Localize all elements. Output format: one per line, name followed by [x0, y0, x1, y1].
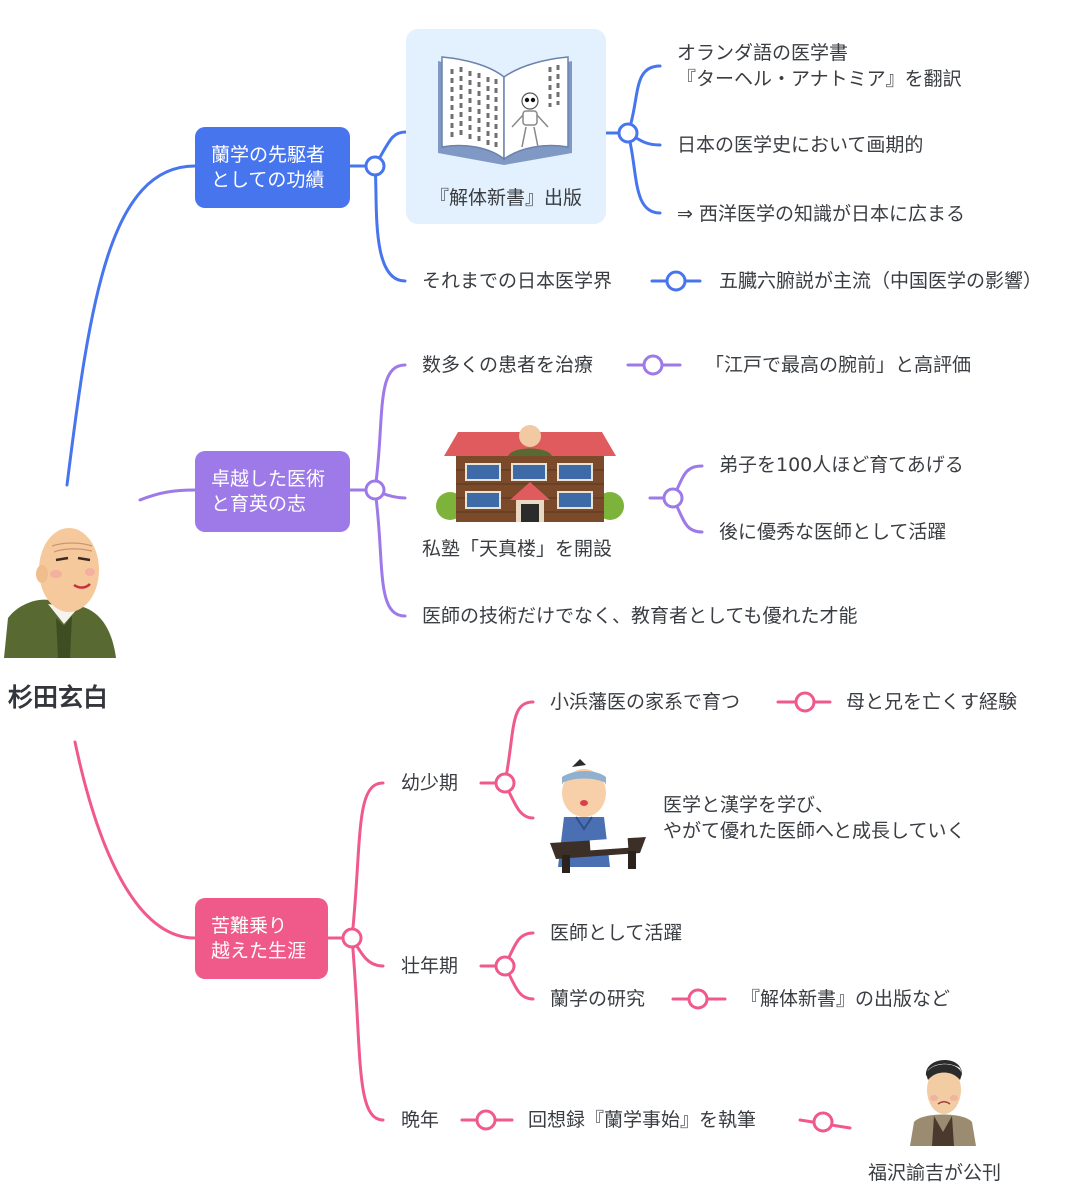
topic-prime[interactable]: 壮年期 — [401, 955, 459, 977]
link-blue-card — [373, 130, 408, 168]
link-root-pink — [73, 740, 197, 940]
joint-card — [617, 122, 639, 144]
link-child-1 — [503, 700, 535, 785]
link-purple-3 — [373, 488, 407, 618]
branch-label: 苦難乗り 越えた生涯 — [211, 914, 307, 962]
topic-memoir[interactable]: 回想録『蘭学事始』を執筆 — [528, 1109, 757, 1131]
studying-boy-icon — [550, 755, 648, 875]
topic-best-in-edo[interactable]: 「江戸で最高の腕前」と高評価 — [705, 354, 972, 376]
topic-educator-talent[interactable]: 医師の技術だけでなく、教育者としても優れた才能 — [422, 605, 858, 627]
topic-five-organs[interactable]: 五臓六腑説が主流（中国医学の影響） — [719, 270, 1043, 292]
topic-publication[interactable]: 『解体新書』の出版など — [741, 988, 951, 1010]
topic-western-spread[interactable]: ⇒ 西洋医学の知識が日本に広まる — [677, 203, 965, 225]
joint-blue — [364, 155, 386, 177]
joint-memoir — [812, 1111, 834, 1133]
school-building-icon — [436, 420, 624, 524]
topic-late-years[interactable]: 晩年 — [401, 1109, 440, 1131]
topic-many-patients[interactable]: 数多くの患者を治療 — [422, 354, 594, 376]
link-card-3 — [626, 131, 662, 215]
link-card-1 — [626, 64, 662, 135]
topic-active-doctor[interactable]: 医師として活躍 — [550, 922, 683, 944]
branch-label: 蘭学の先駆者 としての功績 — [211, 143, 326, 191]
link-root-blue — [65, 164, 197, 487]
link-purple-1 — [373, 363, 407, 492]
topic-translation[interactable]: オランダ語の医学書 『ターヘル・アナトミア』を翻訳 — [677, 42, 962, 90]
topic-study[interactable]: 医学と漢学を学び、 やがて優れた医師へと成長していく — [663, 794, 966, 842]
joint-patients — [642, 354, 664, 376]
topic-lost-family[interactable]: 母と兄を亡くす経験 — [846, 691, 1018, 713]
joint-purple — [364, 479, 386, 501]
branch-label: 卓越した医術 と育英の志 — [211, 467, 326, 515]
root-title[interactable]: 杉田玄白 — [8, 683, 109, 712]
branch-medical-skill[interactable]: 卓越した医術 と育英の志 — [195, 451, 350, 532]
elderly-doctor-portrait-icon — [4, 518, 116, 658]
link-card-2 — [626, 131, 662, 147]
branch-rangaku-pioneer[interactable]: 蘭学の先駆者 としての功績 — [195, 127, 350, 208]
topic-rangaku-research[interactable]: 蘭学の研究 — [550, 988, 646, 1010]
topic-excellent-doctors[interactable]: 後に優秀な医師として活躍 — [719, 521, 947, 543]
topic-obama-family[interactable]: 小浜藩医の家系で育つ — [550, 691, 741, 713]
kaitai-shinsho-label: 『解体新書』出版 — [429, 187, 582, 209]
link-purple-2 — [373, 488, 407, 500]
joint-child — [494, 772, 516, 794]
topic-fukuzawa[interactable]: 福沢諭吉が公刊 — [868, 1162, 1002, 1184]
joint-pre — [665, 270, 687, 292]
topic-100-disciples[interactable]: 弟子を100人ほど育てあげる — [719, 454, 964, 476]
joint-prime — [494, 955, 516, 977]
link-prime-1 — [503, 931, 535, 968]
joint-late — [475, 1109, 497, 1131]
kaitai-shinsho-card[interactable]: 『解体新書』出版 — [406, 29, 606, 224]
link-school-1 — [671, 464, 704, 500]
joint-family — [794, 691, 816, 713]
fukuzawa-portrait-icon — [908, 1052, 978, 1146]
link-child-2 — [503, 781, 535, 820]
link-pink-2 — [350, 936, 385, 968]
link-memoir-out — [798, 1118, 852, 1130]
joint-research — [687, 988, 709, 1010]
link-pink-1 — [350, 781, 385, 940]
link-prime-2 — [503, 964, 535, 1001]
topic-prior-medicine[interactable]: それまでの日本医学界 — [422, 270, 613, 292]
topic-epochal[interactable]: 日本の医学史において画期的 — [677, 134, 924, 156]
topic-childhood[interactable]: 幼少期 — [401, 772, 459, 794]
anatomy-book-icon — [434, 47, 576, 165]
joint-school — [662, 487, 684, 509]
link-root-purple — [138, 488, 197, 502]
branch-life-hardship[interactable]: 苦難乗り 越えた生涯 — [195, 898, 328, 979]
topic-tenshinro[interactable]: 私塾「天真楼」を開設 — [422, 538, 613, 560]
link-blue-pre — [373, 164, 407, 283]
joint-pink — [341, 927, 363, 949]
link-pink-3 — [350, 936, 385, 1122]
link-school-2 — [671, 496, 704, 534]
